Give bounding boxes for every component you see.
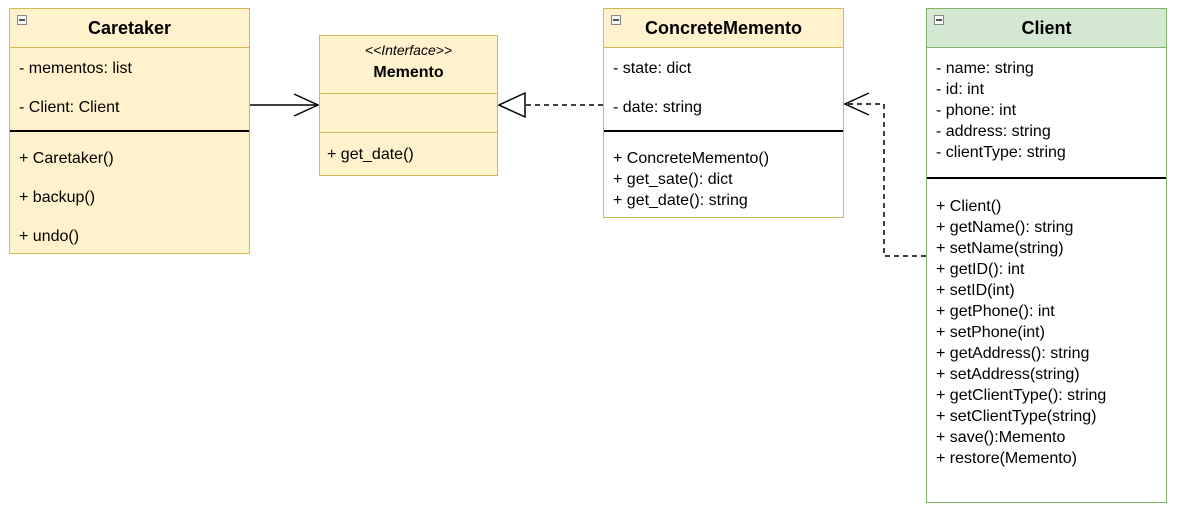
attribute: - Client: Client [19,99,120,116]
method: + get_sate(): dict [613,171,733,188]
method: + getPhone(): int [936,303,1055,320]
method: + restore(Memento) [936,450,1077,467]
attribute: - address: string [936,123,1051,140]
method: + setClientType(string) [936,408,1097,425]
class-client-header: Client [927,9,1166,48]
class-memento[interactable]: <<Interface>> Memento + get_date() [319,35,498,176]
divider [604,130,843,132]
attribute: - phone: int [936,102,1017,119]
dependency-client-concretememento [843,92,926,257]
collapse-icon[interactable] [17,15,27,25]
method: + undo() [19,228,80,245]
collapse-icon[interactable] [934,15,944,25]
method: + Client() [936,198,1002,215]
method: + save():Memento [936,429,1066,446]
divider [10,130,249,132]
class-name: Caretaker [87,18,172,38]
attribute: - clientType: string [936,144,1066,161]
method: + setPhone(int) [936,324,1045,341]
realization-concretememento-memento [497,91,603,119]
method: + getAddress(): string [936,345,1090,362]
class-concretememento-header: ConcreteMemento [604,9,843,48]
method: + backup() [19,189,96,206]
method: + getClientType(): string [936,387,1107,404]
class-caretaker[interactable]: Caretaker - mementos: list - Client: Cli… [9,8,250,254]
method: + get_date(): string [613,192,748,209]
class-concretememento[interactable]: ConcreteMemento - state: dict - date: st… [603,8,844,218]
class-client[interactable]: Client - name: string - id: int - phone: i… [926,8,1167,503]
attribute: - mementos: list [19,60,132,77]
divider [320,132,497,133]
collapse-icon[interactable] [611,15,621,25]
class-name: ConcreteMemento [644,18,803,38]
class-name: Client [1021,18,1072,38]
class-caretaker-header: Caretaker [10,9,249,48]
method: + get_date() [327,146,414,163]
method: + setID(int) [936,282,1015,299]
method: + setAddress(string) [936,366,1080,383]
method: + setName(string) [936,240,1064,257]
attribute: - name: string [936,60,1034,77]
method: + ConcreteMemento() [613,150,770,167]
divider [320,93,497,94]
attribute: - state: dict [613,60,692,77]
stereotype-label: <<Interface>> [364,42,453,58]
divider [927,177,1166,179]
method: + Caretaker() [19,150,114,167]
attribute: - date: string [613,99,702,116]
method: + getName(): string [936,219,1074,236]
method: + getID(): int [936,261,1025,278]
attribute: - id: int [936,81,985,98]
class-name: Memento [373,64,444,81]
association-caretaker-memento [249,93,320,117]
